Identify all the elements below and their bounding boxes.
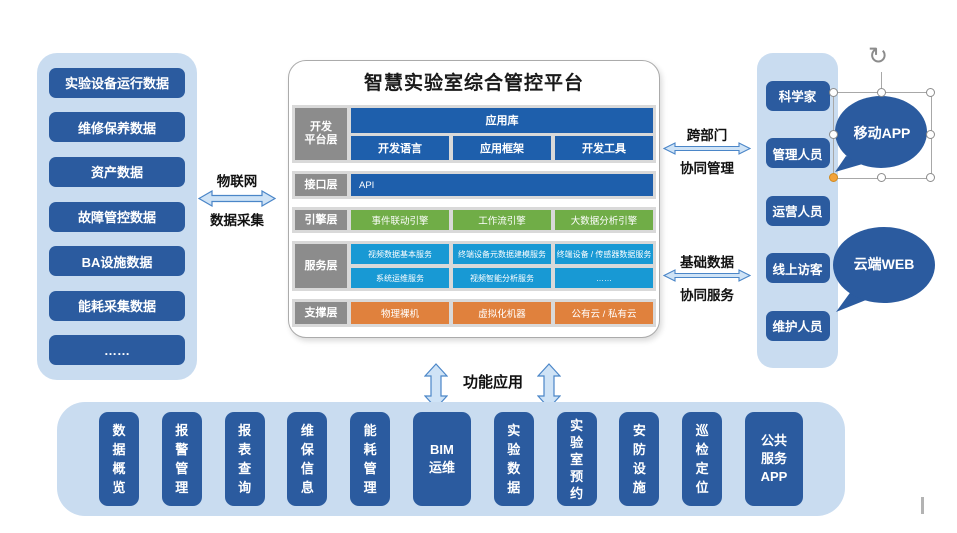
- cloud-web-bubble[interactable]: [830, 224, 938, 316]
- layer-label: 支撑层: [295, 302, 347, 324]
- user-item[interactable]: 维护人员: [765, 310, 830, 341]
- support-item[interactable]: 物理裸机: [351, 302, 449, 324]
- base-label-bottom: 协同服务: [680, 288, 734, 303]
- dev-item[interactable]: 开发工具: [555, 135, 653, 160]
- api-bar[interactable]: API: [351, 174, 653, 196]
- app-item[interactable]: 报 表 查 询: [224, 412, 265, 506]
- iot-label-bottom: 数据采集: [210, 213, 264, 228]
- layer-row-api[interactable]: 接口层 API: [292, 171, 656, 199]
- base-label-top: 基础数据: [680, 255, 734, 270]
- user-panel[interactable]: 科学家 管理人员 运营人员 线上访客 维护人员: [757, 53, 838, 368]
- support-item[interactable]: 公有云 / 私有云: [555, 302, 653, 324]
- dev-app-library-bar[interactable]: 应用库: [351, 108, 653, 133]
- adjust-handle[interactable]: [828, 172, 838, 182]
- application-bar[interactable]: 数 据 概 览 报 警 管 理 报 表 查 询 维 保 信 息 能 耗 管 理 …: [57, 402, 845, 516]
- data-source-panel[interactable]: 实验设备运行数据 维修保养数据 资产数据 故障管控数据 BA设施数据 能耗采集数…: [37, 53, 197, 380]
- layer-label: 引擎层: [295, 210, 347, 230]
- service-item[interactable]: ……: [555, 268, 653, 288]
- data-source-item[interactable]: ……: [49, 335, 185, 366]
- app-item[interactable]: 公共 服务 APP: [744, 412, 803, 506]
- selection-handle-middle-right[interactable]: [925, 130, 935, 139]
- app-item[interactable]: 报 警 管 理: [161, 412, 202, 506]
- app-item[interactable]: 巡 检 定 位: [682, 412, 723, 506]
- app-item[interactable]: 安 防 设 施: [619, 412, 660, 506]
- data-source-item[interactable]: 维修保养数据: [49, 112, 185, 143]
- user-item[interactable]: 科学家: [765, 80, 830, 111]
- engine-item[interactable]: 大数据分析引擎: [555, 210, 653, 230]
- layer-label: 服务层: [295, 244, 347, 288]
- dept-label-top: 跨部门: [686, 128, 728, 143]
- selection-handle-bottom-right[interactable]: [925, 172, 935, 182]
- app-item[interactable]: 维 保 信 息: [287, 412, 328, 506]
- user-item[interactable]: 管理人员: [765, 138, 830, 168]
- data-source-item[interactable]: 实验设备运行数据: [49, 67, 185, 98]
- func-apps-label: 功能应用: [462, 374, 523, 391]
- dept-double-arrow-icon[interactable]: [663, 142, 751, 155]
- user-item[interactable]: 线上访客: [765, 253, 830, 283]
- selection-box[interactable]: [833, 92, 932, 179]
- service-item[interactable]: 系统运维服务: [351, 268, 449, 288]
- app-item[interactable]: 实 验 室 预 约: [556, 412, 597, 506]
- iot-label-top: 物联网: [216, 174, 258, 189]
- mobile-app-bubble-label: 移动APP: [853, 125, 911, 141]
- cloud-web-bubble-label: 云端WEB: [853, 256, 915, 272]
- platform-box[interactable]: 智慧实验室综合管控平台 开发 平台层 应用库 开发语言 应用框架 开发工具 接口…: [288, 60, 660, 338]
- service-item[interactable]: 视频数据基本服务: [351, 244, 449, 264]
- data-source-item[interactable]: BA设施数据: [49, 246, 185, 277]
- app-item[interactable]: 实 验 数 据: [493, 412, 534, 506]
- user-item[interactable]: 运营人员: [765, 195, 830, 226]
- service-item[interactable]: 视频智能分析服务: [453, 268, 551, 288]
- data-source-item[interactable]: 能耗采集数据: [49, 290, 185, 321]
- mobile-app-bubble[interactable]: [832, 94, 932, 178]
- dev-item[interactable]: 应用框架: [453, 135, 551, 160]
- engine-item[interactable]: 事件联动引擎: [351, 210, 449, 230]
- base-double-arrow-icon[interactable]: [663, 269, 751, 282]
- selection-handle-top-right[interactable]: [925, 87, 935, 97]
- selection-handle-top-left[interactable]: [828, 87, 838, 97]
- iot-double-arrow-icon[interactable]: [198, 190, 276, 207]
- layer-row-support[interactable]: 支撑层 物理裸机 虚拟化机器 公有云 / 私有云: [292, 299, 656, 327]
- layer-row-dev-platform[interactable]: 开发 平台层 应用库 开发语言 应用框架 开发工具: [292, 105, 656, 163]
- platform-title: 智慧实验室综合管控平台: [363, 73, 584, 94]
- layer-label: 开发 平台层: [295, 108, 347, 160]
- text-cursor-mark: [921, 497, 924, 514]
- service-item[interactable]: 终端设备 / 传感器数据服务: [555, 244, 653, 264]
- rotate-handle-icon[interactable]: ↻: [868, 43, 889, 70]
- layer-row-engine[interactable]: 引擎层 事件联动引擎 工作流引擎 大数据分析引擎: [292, 207, 656, 233]
- selection-handle-top-middle[interactable]: [877, 87, 886, 97]
- app-item[interactable]: 数 据 概 览: [99, 412, 139, 506]
- layer-label: 接口层: [295, 174, 347, 196]
- support-item[interactable]: 虚拟化机器: [453, 302, 551, 324]
- rotate-handle-line: [881, 72, 882, 88]
- selection-handle-bottom-middle[interactable]: [877, 172, 886, 182]
- app-item[interactable]: BIM 运维: [412, 412, 471, 506]
- layer-row-service[interactable]: 服务层 视频数据基本服务 终端设备元数据建模服务 终端设备 / 传感器数据服务 …: [292, 241, 656, 291]
- selection-handle-middle-left[interactable]: [828, 130, 838, 139]
- data-source-item[interactable]: 资产数据: [49, 156, 185, 187]
- data-source-item[interactable]: 故障管控数据: [49, 201, 185, 232]
- engine-item[interactable]: 工作流引擎: [453, 210, 551, 230]
- app-item[interactable]: 能 耗 管 理: [350, 412, 391, 506]
- dev-item[interactable]: 开发语言: [351, 135, 449, 160]
- service-item[interactable]: 终端设备元数据建模服务: [453, 244, 551, 264]
- dept-label-bottom: 协同管理: [680, 161, 734, 176]
